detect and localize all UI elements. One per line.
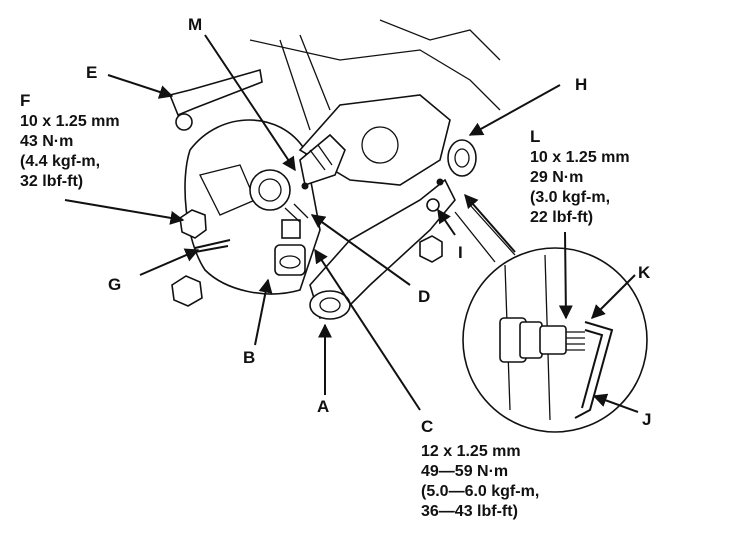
label-k: K xyxy=(638,263,651,282)
label-g: G xyxy=(108,275,121,294)
spec-f-line: 32 lbf-ft) xyxy=(20,173,83,190)
label-b: B xyxy=(243,348,255,367)
spec-f-line: 10 x 1.25 mm xyxy=(20,113,120,130)
label-e: E xyxy=(86,63,97,82)
label-a: A xyxy=(317,397,329,416)
spec-l-line: 29 N·m xyxy=(530,169,583,186)
label-j: J xyxy=(642,410,651,429)
spec-l-line: 22 lbf-ft) xyxy=(530,209,593,226)
spec-c-line: 49—59 N·m xyxy=(421,463,508,480)
spec-l-line: 10 x 1.25 mm xyxy=(530,149,630,166)
label-c: C xyxy=(421,417,433,436)
label-d: D xyxy=(418,287,430,306)
illustration xyxy=(168,19,501,320)
spec-c: 12 x 1.25 mm 49—59 N·m (5.0—6.0 kgf-m, 3… xyxy=(421,443,539,520)
spec-c-line: 12 x 1.25 mm xyxy=(421,443,521,460)
spec-l-line: (3.0 kgf-m, xyxy=(530,189,610,206)
detail-inset xyxy=(454,204,648,433)
spec-c-line: 36—43 lbf-ft) xyxy=(421,503,518,520)
label-l: L xyxy=(530,127,540,146)
label-i: I xyxy=(458,243,463,262)
spec-c-line: (5.0—6.0 kgf-m, xyxy=(421,483,539,500)
spec-l: 10 x 1.25 mm 29 N·m (3.0 kgf-m, 22 lbf-f… xyxy=(530,149,630,226)
leader-lines xyxy=(64,34,639,413)
label-f: F xyxy=(20,91,30,110)
label-m: M xyxy=(188,15,202,34)
spec-f: 10 x 1.25 mm 43 N·m (4.4 kgf-m, 32 lbf-f… xyxy=(20,113,120,190)
label-h: H xyxy=(575,75,587,94)
spec-f-line: 43 N·m xyxy=(20,133,73,150)
spec-f-line: (4.4 kgf-m, xyxy=(20,153,100,170)
